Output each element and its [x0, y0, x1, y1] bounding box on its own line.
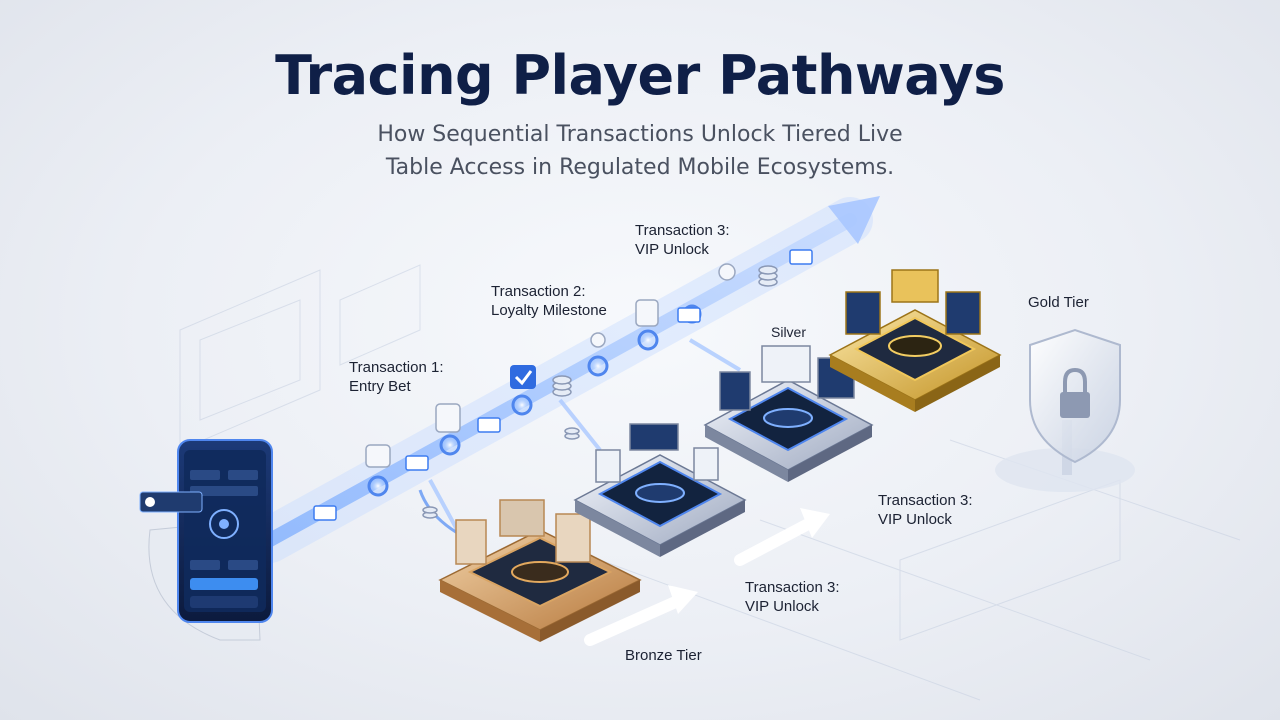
page-title: Tracing Player Pathways	[275, 44, 1005, 107]
subtitle-line-1: How Sequential Transactions Unlock Tiere…	[377, 122, 903, 147]
label-transaction-3-right: Transaction 3: VIP Unlock	[878, 491, 973, 529]
label-silver-tier: Silver	[771, 324, 807, 340]
shield-lock-icon	[995, 328, 1135, 492]
label-transaction-2: Transaction 2: Loyalty Milestone	[491, 282, 607, 320]
label-transaction-3-bottom-desc: VIP Unlock	[745, 598, 819, 615]
page-subtitle: How Sequential Transactions Unlock Tiere…	[340, 118, 940, 184]
label-transaction-3-right-title: Transaction 3:	[878, 492, 973, 509]
label-gold-tier: Gold Tier	[1028, 294, 1089, 311]
gold-tier-platform	[828, 269, 1002, 412]
check-icon	[510, 365, 536, 389]
label-transaction-2-desc: Loyalty Milestone	[491, 302, 607, 319]
silver-tier-platform	[703, 345, 874, 482]
phone-icon	[139, 439, 273, 641]
bronze-tier-platform	[438, 499, 642, 642]
token-icon	[365, 263, 736, 468]
subtitle-line-2: Table Access in Regulated Mobile Ecosyst…	[385, 155, 895, 180]
arrow-up-icon	[584, 508, 830, 646]
silver-tier-platform-lower	[573, 423, 747, 557]
coin-stack-icon	[422, 265, 778, 519]
label-transaction-1: Transaction 1: Entry Bet	[349, 358, 444, 396]
label-bronze-tier: Bronze Tier	[625, 647, 702, 664]
card-icon	[313, 249, 813, 521]
label-transaction-3-right-desc: VIP Unlock	[878, 511, 952, 528]
background-grid	[179, 264, 1241, 701]
label-transaction-3-top-desc: VIP Unlock	[635, 241, 709, 258]
pathway-arrow-head	[828, 196, 880, 244]
label-transaction-1-desc: Entry Bet	[349, 378, 411, 395]
label-transaction-3-bottom: Transaction 3: VIP Unlock	[745, 578, 840, 616]
label-transaction-3-top-title: Transaction 3:	[635, 222, 730, 239]
label-transaction-3-top: Transaction 3: VIP Unlock	[635, 221, 730, 259]
label-transaction-3-bottom-title: Transaction 3:	[745, 579, 840, 596]
label-transaction-1-title: Transaction 1:	[349, 359, 444, 376]
label-transaction-2-title: Transaction 2:	[491, 283, 586, 300]
